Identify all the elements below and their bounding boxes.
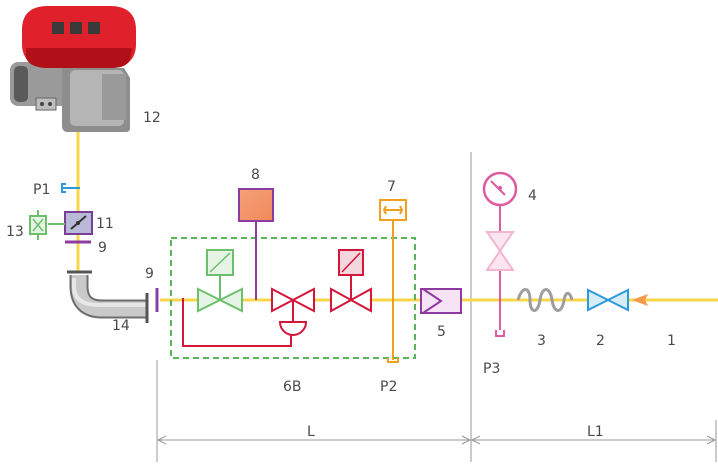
green-solenoid-diag bbox=[209, 252, 231, 273]
label-p2: P2 bbox=[380, 379, 397, 395]
label-flange-upper: 9 bbox=[98, 240, 107, 256]
red-valve-left bbox=[271, 287, 296, 313]
p2-cap bbox=[387, 358, 399, 363]
dim-L1-arrow-left bbox=[470, 435, 481, 445]
p1-cap bbox=[61, 183, 66, 193]
solenoid-valve-icon bbox=[197, 249, 243, 313]
filter-element bbox=[422, 288, 443, 314]
label-valve-group: 6B bbox=[283, 379, 302, 395]
label-servo: 13 bbox=[6, 224, 24, 240]
pressure-tap-p1 bbox=[61, 183, 80, 193]
label-control-unit: 8 bbox=[251, 167, 260, 183]
label-p3: P3 bbox=[483, 361, 500, 377]
elbow-highlight bbox=[72, 278, 146, 307]
green-valve-left bbox=[197, 287, 223, 313]
servo-motor-icon bbox=[29, 210, 65, 240]
butterfly-valve-axis bbox=[76, 221, 80, 225]
gauge-valve-top bbox=[485, 231, 515, 253]
control-unit-box bbox=[238, 188, 274, 222]
control-unit-icon bbox=[238, 188, 274, 300]
label-butterfly-valve: 11 bbox=[96, 216, 114, 232]
burner-connector bbox=[35, 97, 57, 111]
burner-icon bbox=[10, 6, 136, 132]
dimension-lines bbox=[156, 152, 717, 462]
p3-cap bbox=[495, 330, 505, 337]
burner-cover-shade bbox=[26, 48, 132, 68]
label-ball-valve: 2 bbox=[596, 333, 605, 349]
compensator-icon bbox=[516, 288, 574, 312]
gauge-valve-bottom bbox=[485, 249, 515, 271]
label-filter: 5 bbox=[437, 324, 446, 340]
green-valve-right bbox=[217, 287, 243, 313]
ball-valve-right bbox=[605, 288, 629, 312]
label-compensator: 3 bbox=[537, 333, 546, 349]
servo-cross bbox=[32, 218, 44, 232]
red-valve-left bbox=[330, 287, 354, 313]
burner-window bbox=[52, 22, 64, 34]
label-p1: P1 bbox=[33, 182, 50, 198]
ball-valve-icon bbox=[587, 288, 629, 312]
red-valve-right bbox=[290, 287, 315, 313]
solenoid-valve-icon bbox=[330, 249, 372, 313]
burner-connector-pin bbox=[48, 102, 52, 106]
burner-window bbox=[88, 22, 100, 34]
label-elbow: 14 bbox=[112, 318, 130, 334]
red-valve-right bbox=[348, 287, 372, 313]
burner-connector-pin bbox=[40, 102, 44, 106]
dim-L-arrow-right bbox=[461, 435, 472, 445]
butterfly-valve-icon bbox=[64, 211, 93, 235]
dim-L-arrow-left bbox=[156, 435, 167, 445]
pressure-gauge-icon bbox=[482, 171, 518, 337]
elbow-pipe bbox=[67, 270, 149, 323]
label-burner: 12 bbox=[143, 110, 161, 126]
gauge-center bbox=[498, 186, 502, 190]
gas-filter-icon bbox=[420, 288, 462, 314]
label-flange-lower: 9 bbox=[145, 266, 154, 282]
red-valve-diaphragm bbox=[278, 321, 308, 336]
valve-group-box bbox=[170, 237, 416, 359]
burner-window bbox=[70, 22, 82, 34]
red-solenoid-diag bbox=[341, 252, 361, 273]
burner-housing-shade bbox=[102, 74, 126, 120]
arrow-left-icon bbox=[632, 294, 648, 306]
label-manometer: 4 bbox=[528, 188, 537, 204]
dim-L1-arrow-right bbox=[706, 435, 717, 445]
label-pressure-switch: 7 bbox=[387, 179, 396, 195]
label-length-l: L bbox=[307, 424, 315, 440]
pressure-switch-arrow bbox=[382, 205, 387, 215]
ball-valve-left bbox=[587, 288, 611, 312]
label-length-l1: L1 bbox=[587, 424, 604, 440]
control-loop-line bbox=[182, 298, 292, 347]
pressure-switch-arrow bbox=[399, 205, 404, 215]
burner-motor-cap bbox=[14, 66, 28, 102]
pressure-regulator-valve-icon bbox=[271, 287, 315, 336]
pressure-switch-icon bbox=[379, 199, 407, 363]
label-gas-inlet: 1 bbox=[667, 333, 676, 349]
